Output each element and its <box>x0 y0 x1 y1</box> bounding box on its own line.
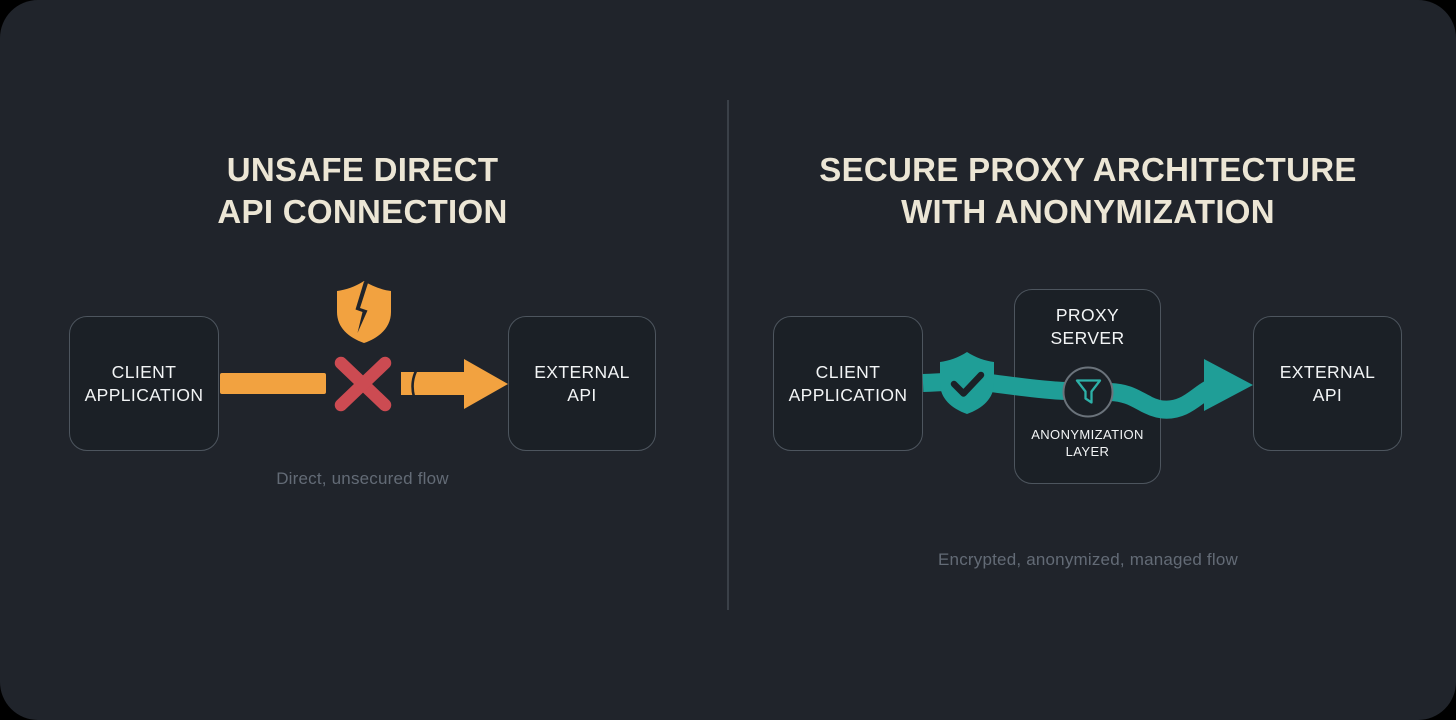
proxy-server-label: PROXY SERVER <box>1050 305 1125 348</box>
secure-flow-arrowhead-icon <box>1204 359 1253 411</box>
unsafe-panel-title: UNSAFE DIRECT API CONNECTION <box>217 151 508 231</box>
secure-panel-title: SECURE PROXY ARCHITECTURE WITH ANONYMIZA… <box>819 151 1357 231</box>
funnel-filter-icon <box>1062 366 1114 418</box>
shield-check-icon <box>940 352 994 414</box>
secure-flow-graphic <box>922 352 1253 419</box>
unsafe-flow-caption: Direct, unsecured flow <box>276 469 449 488</box>
right-external-api-label: EXTERNAL API <box>1279 361 1376 405</box>
left-external-api-box: EXTERNAL API <box>508 316 656 451</box>
blocked-x-icon <box>334 356 392 412</box>
right-client-application-label: CLIENT APPLICATION <box>788 361 908 405</box>
secure-flow-caption: Encrypted, anonymized, managed flow <box>938 550 1238 569</box>
right-external-api-box: EXTERNAL API <box>1253 316 1402 451</box>
cracked-arrow-icon <box>401 359 508 409</box>
unsafe-flow-graphic <box>220 281 508 412</box>
right-client-application-box: CLIENT APPLICATION <box>773 316 923 451</box>
left-client-application-box: CLIENT APPLICATION <box>69 316 219 451</box>
direct-arrow-segment <box>220 373 326 394</box>
broken-shield-icon <box>337 281 391 343</box>
panel-divider <box>727 100 729 610</box>
anonymization-layer-label: ANONYMIZATION LAYER <box>1031 427 1144 459</box>
left-client-application-label: CLIENT APPLICATION <box>84 361 204 405</box>
left-external-api-label: EXTERNAL API <box>534 361 630 405</box>
